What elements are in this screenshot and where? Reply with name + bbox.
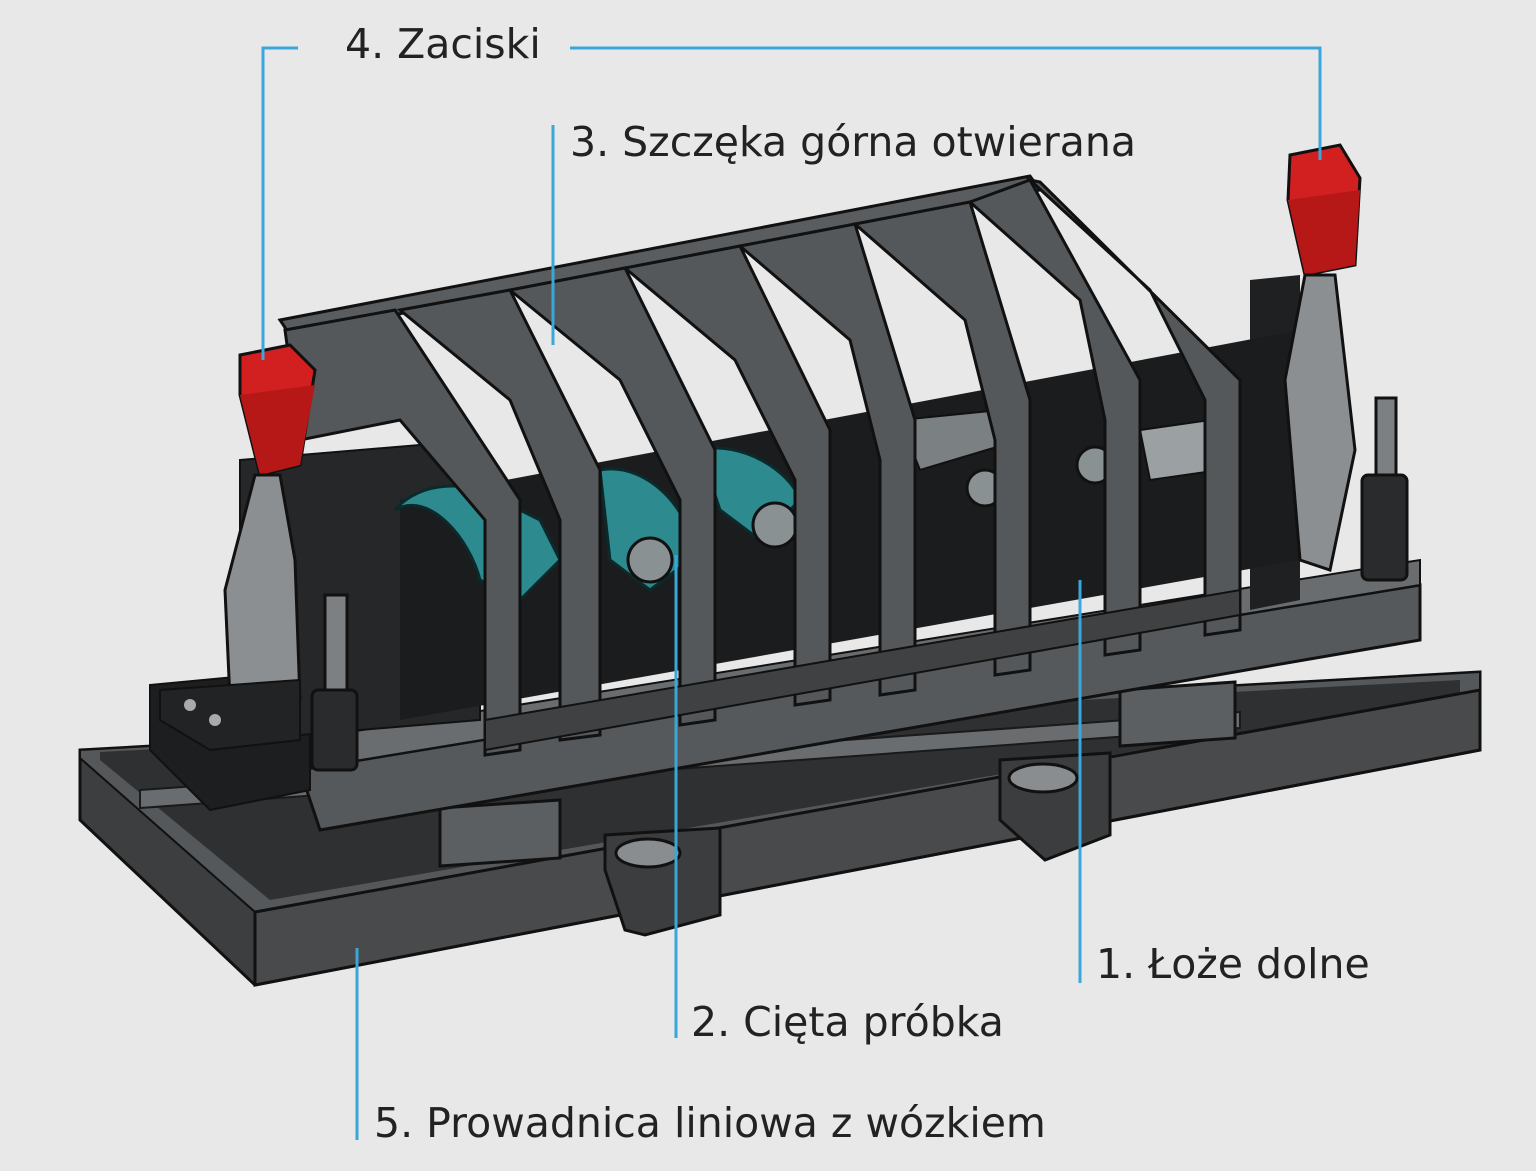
leader-line-clamps-right	[570, 46, 1322, 160]
rail-carriage	[438, 680, 1237, 868]
leader-line-clamps-left	[261, 46, 298, 360]
toggle-clamp-left	[159, 343, 359, 772]
label-clamps: 4. Zaciski	[345, 20, 541, 68]
label-linear-rail: 5. Prowadnica liniowa z wózkiem	[374, 1099, 1046, 1147]
toggle-clamp-right	[1283, 143, 1409, 582]
label-cut-specimen: 2. Cięta próbka	[691, 998, 1004, 1046]
label-upper-jaw: 3. Szczęka górna otwierana	[570, 118, 1136, 166]
upper-jaw	[277, 174, 1242, 757]
label-lower-bed: 1. Łoże dolne	[1096, 940, 1370, 988]
leader-lines	[261, 46, 1322, 1140]
